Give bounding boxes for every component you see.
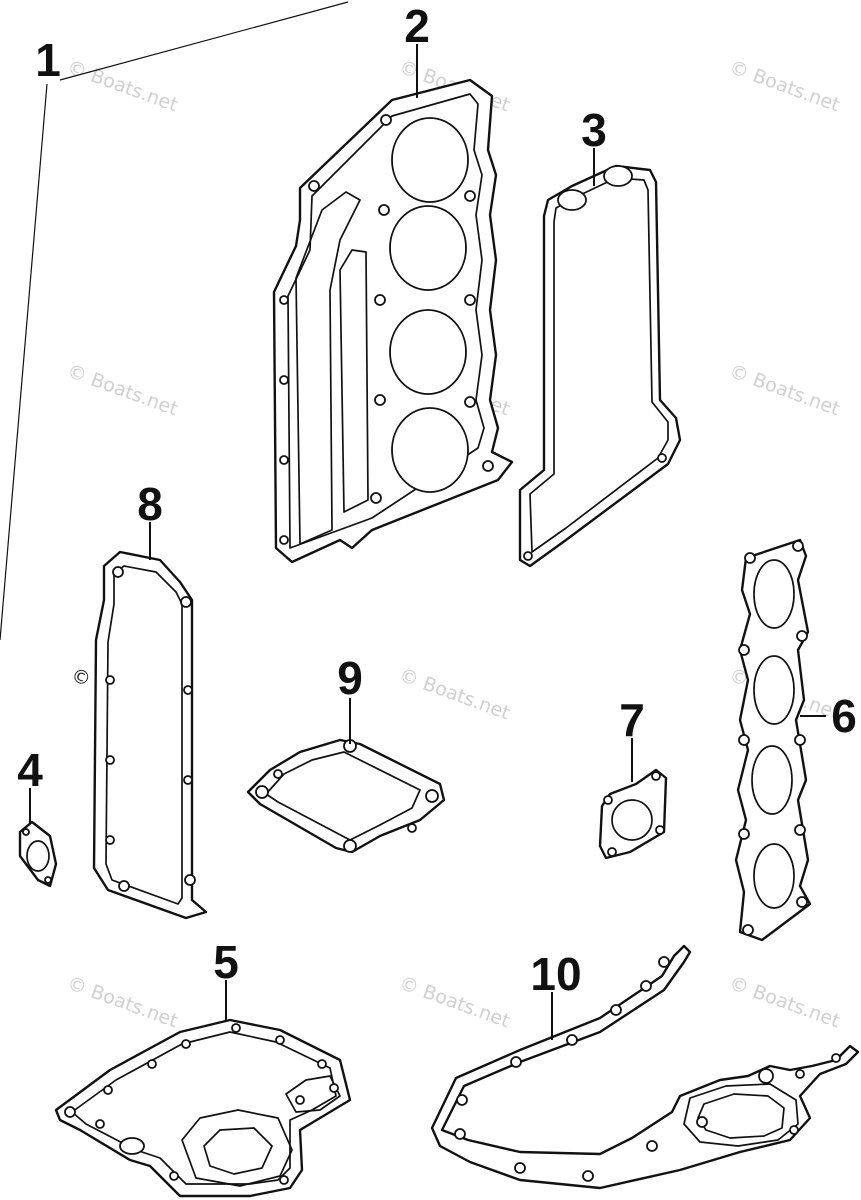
watermark: © Boats.net	[396, 664, 512, 724]
part-4-gasket	[18, 820, 58, 888]
part-10-gasket	[430, 944, 860, 1190]
watermark: © Boats.net	[64, 360, 180, 420]
callout-10: 10	[530, 948, 581, 1000]
watermark: © Boats.net	[726, 360, 842, 420]
watermark: © Boats.net	[396, 972, 512, 1032]
callout-6: 6	[831, 690, 857, 742]
callout-labels: 1 2 3 4 5 6 7 8 9 10	[17, 0, 857, 1000]
callout-8: 8	[137, 478, 163, 530]
callout-1-leader	[0, 1, 349, 641]
leader-lines	[29, 44, 826, 1040]
callout-9: 9	[337, 652, 363, 704]
callout-3: 3	[581, 104, 607, 156]
part-2-cylinder-head-gasket	[272, 78, 514, 564]
callout-1: 1	[35, 34, 61, 86]
part-6-manifold-gasket	[734, 538, 812, 942]
part-9-gasket	[246, 738, 446, 854]
watermark: © Boats.net	[64, 56, 180, 116]
watermark: © Boats.net	[64, 972, 180, 1032]
callout-5: 5	[213, 936, 239, 988]
part-7-gasket	[598, 768, 668, 860]
part-8-gasket	[92, 550, 208, 920]
callout-2: 2	[404, 0, 430, 52]
callout-7: 7	[619, 694, 645, 746]
watermark: © Boats.net	[726, 56, 842, 116]
callout-4: 4	[17, 744, 43, 796]
part-3-valve-cover-gasket	[518, 164, 682, 568]
watermark: © Boats.net	[726, 972, 842, 1032]
part-5-gasket	[54, 1018, 352, 1198]
